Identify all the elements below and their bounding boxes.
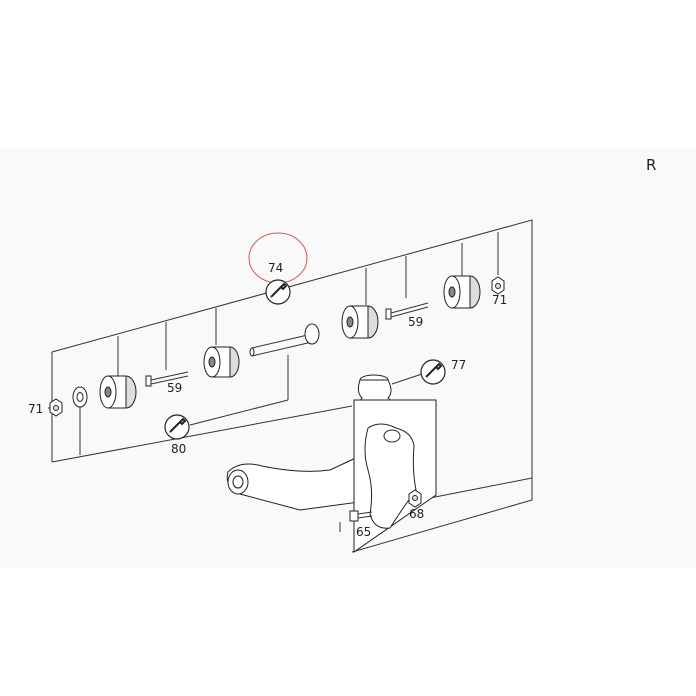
wrench-icon <box>420 359 446 385</box>
corner-label: R <box>646 156 656 174</box>
frame-bottom-edge <box>51 405 353 463</box>
nut-71-right <box>491 276 505 295</box>
callout-74: 74 <box>268 261 283 275</box>
callout-59-left: 59 <box>167 381 182 395</box>
wrench-icon <box>265 279 291 305</box>
callout-71-left: 71 <box>28 402 43 416</box>
callout-59-right: 59 <box>408 315 423 329</box>
nut-68 <box>408 489 422 508</box>
pivot-shaft <box>249 323 320 357</box>
bushing-left-inner <box>203 346 240 378</box>
callout-77: 77 <box>451 358 466 372</box>
leader-line <box>391 373 423 385</box>
frame-outline <box>51 219 533 553</box>
bolt-65 <box>339 510 373 532</box>
leader-line <box>429 477 533 499</box>
nut-71-left <box>49 398 63 417</box>
callout-80: 80 <box>171 442 186 456</box>
control-arm <box>226 399 437 553</box>
highlight-circle <box>248 232 308 284</box>
callout-65: 65 <box>356 525 371 539</box>
callout-71-right: 71 <box>492 293 507 307</box>
bushing-left-outer <box>99 375 137 409</box>
wrench-icon <box>164 414 190 440</box>
bushing-right-outer <box>443 275 481 309</box>
washer-left <box>72 386 88 408</box>
callout-68: 68 <box>409 507 424 521</box>
bolt-59-left <box>145 371 189 387</box>
leader-line <box>189 399 289 426</box>
bolt-59-right <box>385 302 429 320</box>
bushing-right-inner <box>341 305 379 339</box>
